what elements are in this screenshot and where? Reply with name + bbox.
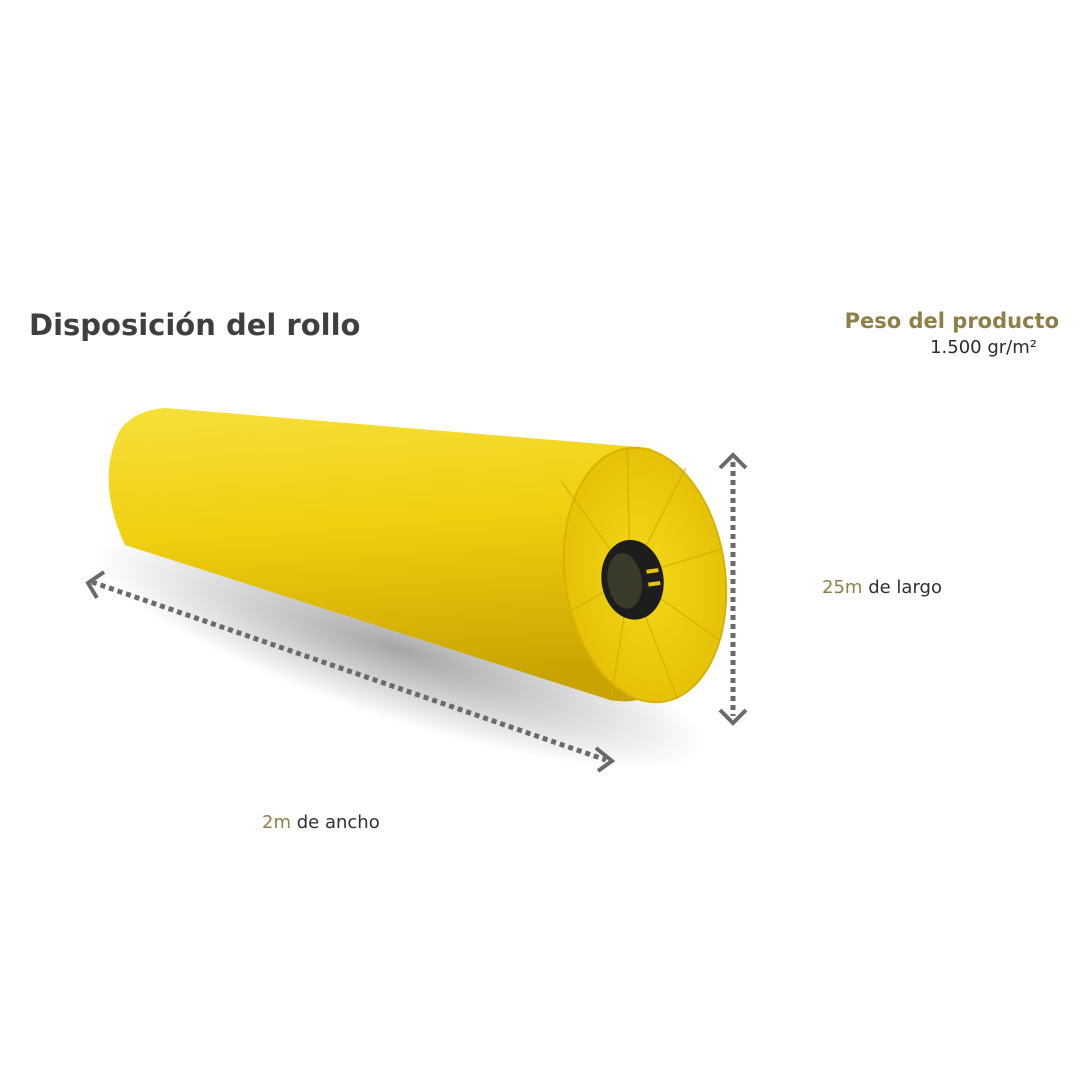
length-value: 25m <box>822 577 863 598</box>
page-title: Disposición del rollo <box>29 308 361 342</box>
product-weight: Peso del producto 1.500 gr/m² <box>845 309 1059 358</box>
width-arrow <box>85 570 616 773</box>
weight-value: 1.500 gr/m² <box>930 337 1037 358</box>
weight-label: Peso del producto <box>844 309 1059 333</box>
roll-shadow <box>94 530 706 770</box>
length-text: de largo <box>868 577 942 598</box>
width-text: de ancho <box>296 812 380 833</box>
length-dimension: 25m de largo <box>822 577 942 598</box>
roll-end-cap <box>560 446 728 704</box>
roll-body <box>108 408 711 702</box>
width-dimension: 2m de ancho <box>262 812 380 833</box>
width-value: 2m <box>262 812 291 833</box>
length-arrow <box>718 452 748 726</box>
